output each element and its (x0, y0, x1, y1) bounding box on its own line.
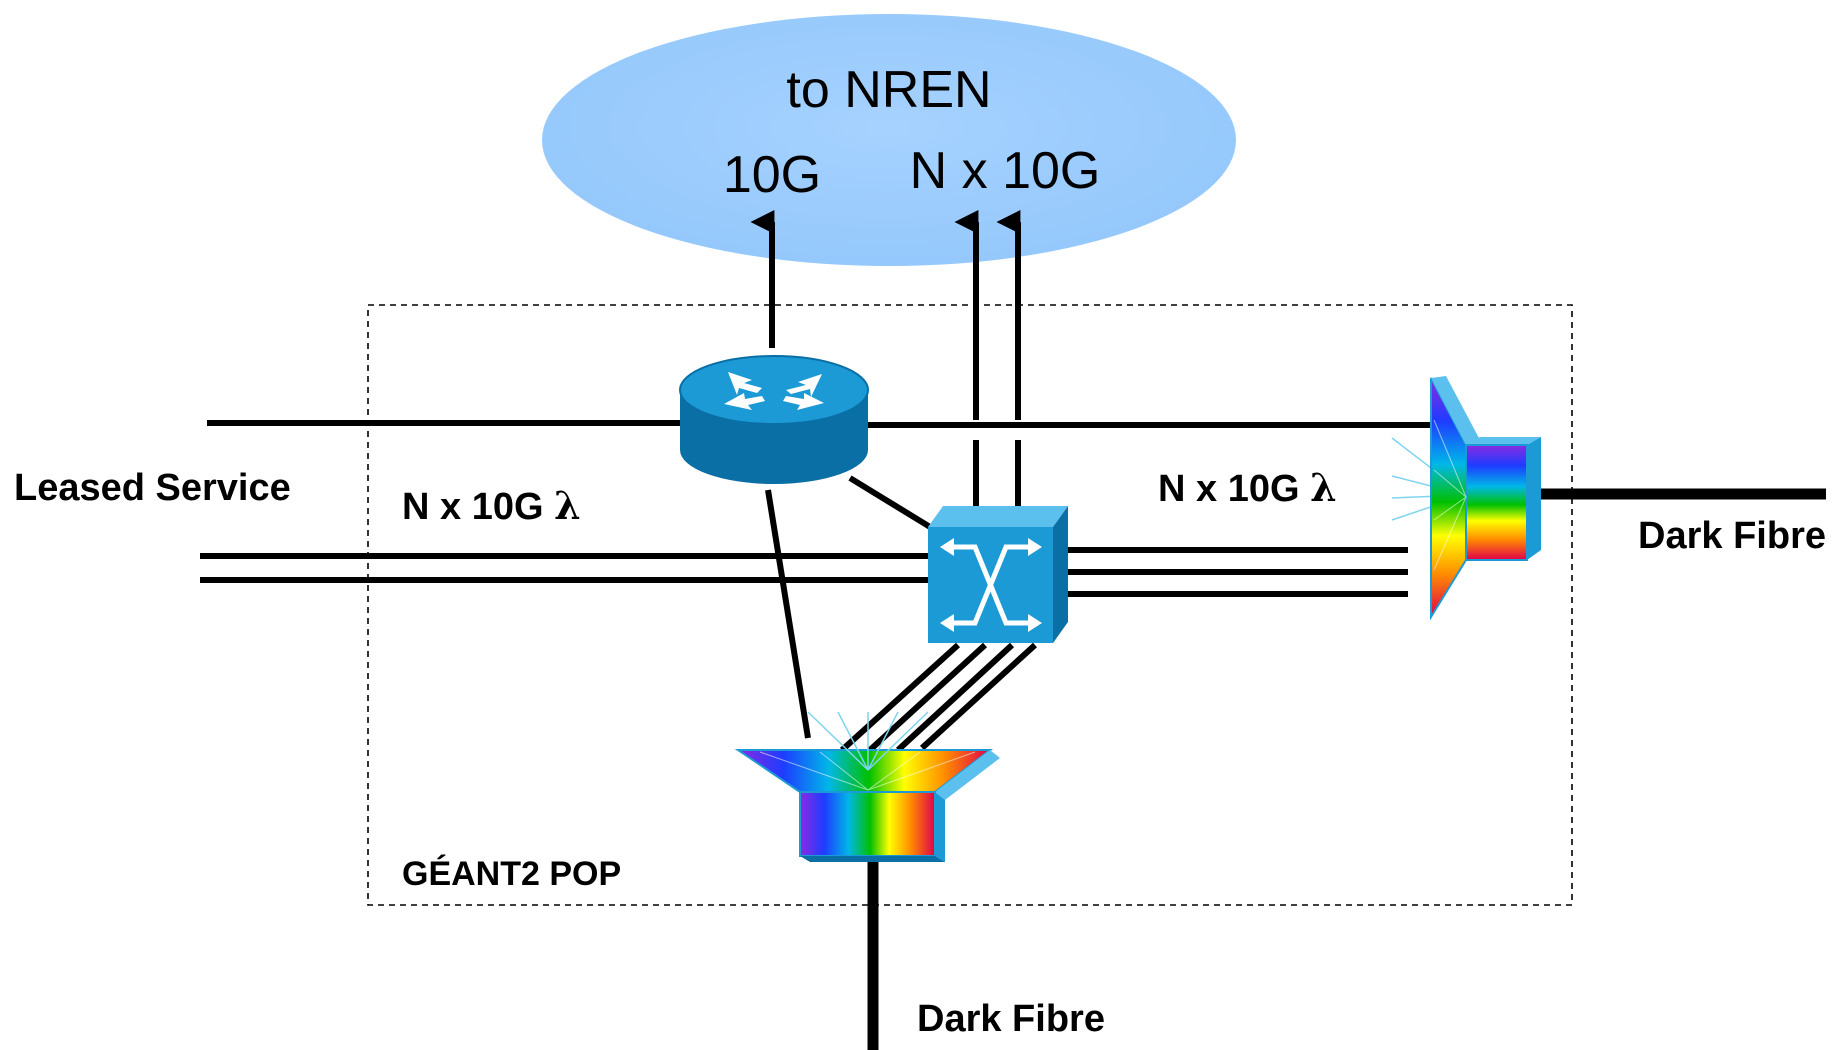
cloud-title: to NREN (786, 61, 991, 119)
nren-cloud: to NREN 10G N x 10G (542, 14, 1236, 266)
links (200, 210, 1826, 1050)
leased-service-label: Leased Service (14, 467, 291, 509)
dark-fibre-bottom-label: Dark Fibre (917, 998, 1105, 1040)
left-lambda-label: N x 10G λ (402, 483, 581, 528)
router-icon (679, 355, 869, 484)
cloud-label-10g: 10G (723, 146, 821, 204)
optical-switch-icon (928, 506, 1068, 643)
pop-label: GÉANT2 POP (402, 855, 621, 893)
dark-fibre-right-label: Dark Fibre (1638, 515, 1826, 557)
right-lambda-label: N x 10G λ (1158, 465, 1337, 510)
cloud-label-n-x-10g: N x 10G (910, 142, 1101, 200)
mux-bottom (734, 711, 1000, 862)
mux-right (1391, 376, 1541, 621)
